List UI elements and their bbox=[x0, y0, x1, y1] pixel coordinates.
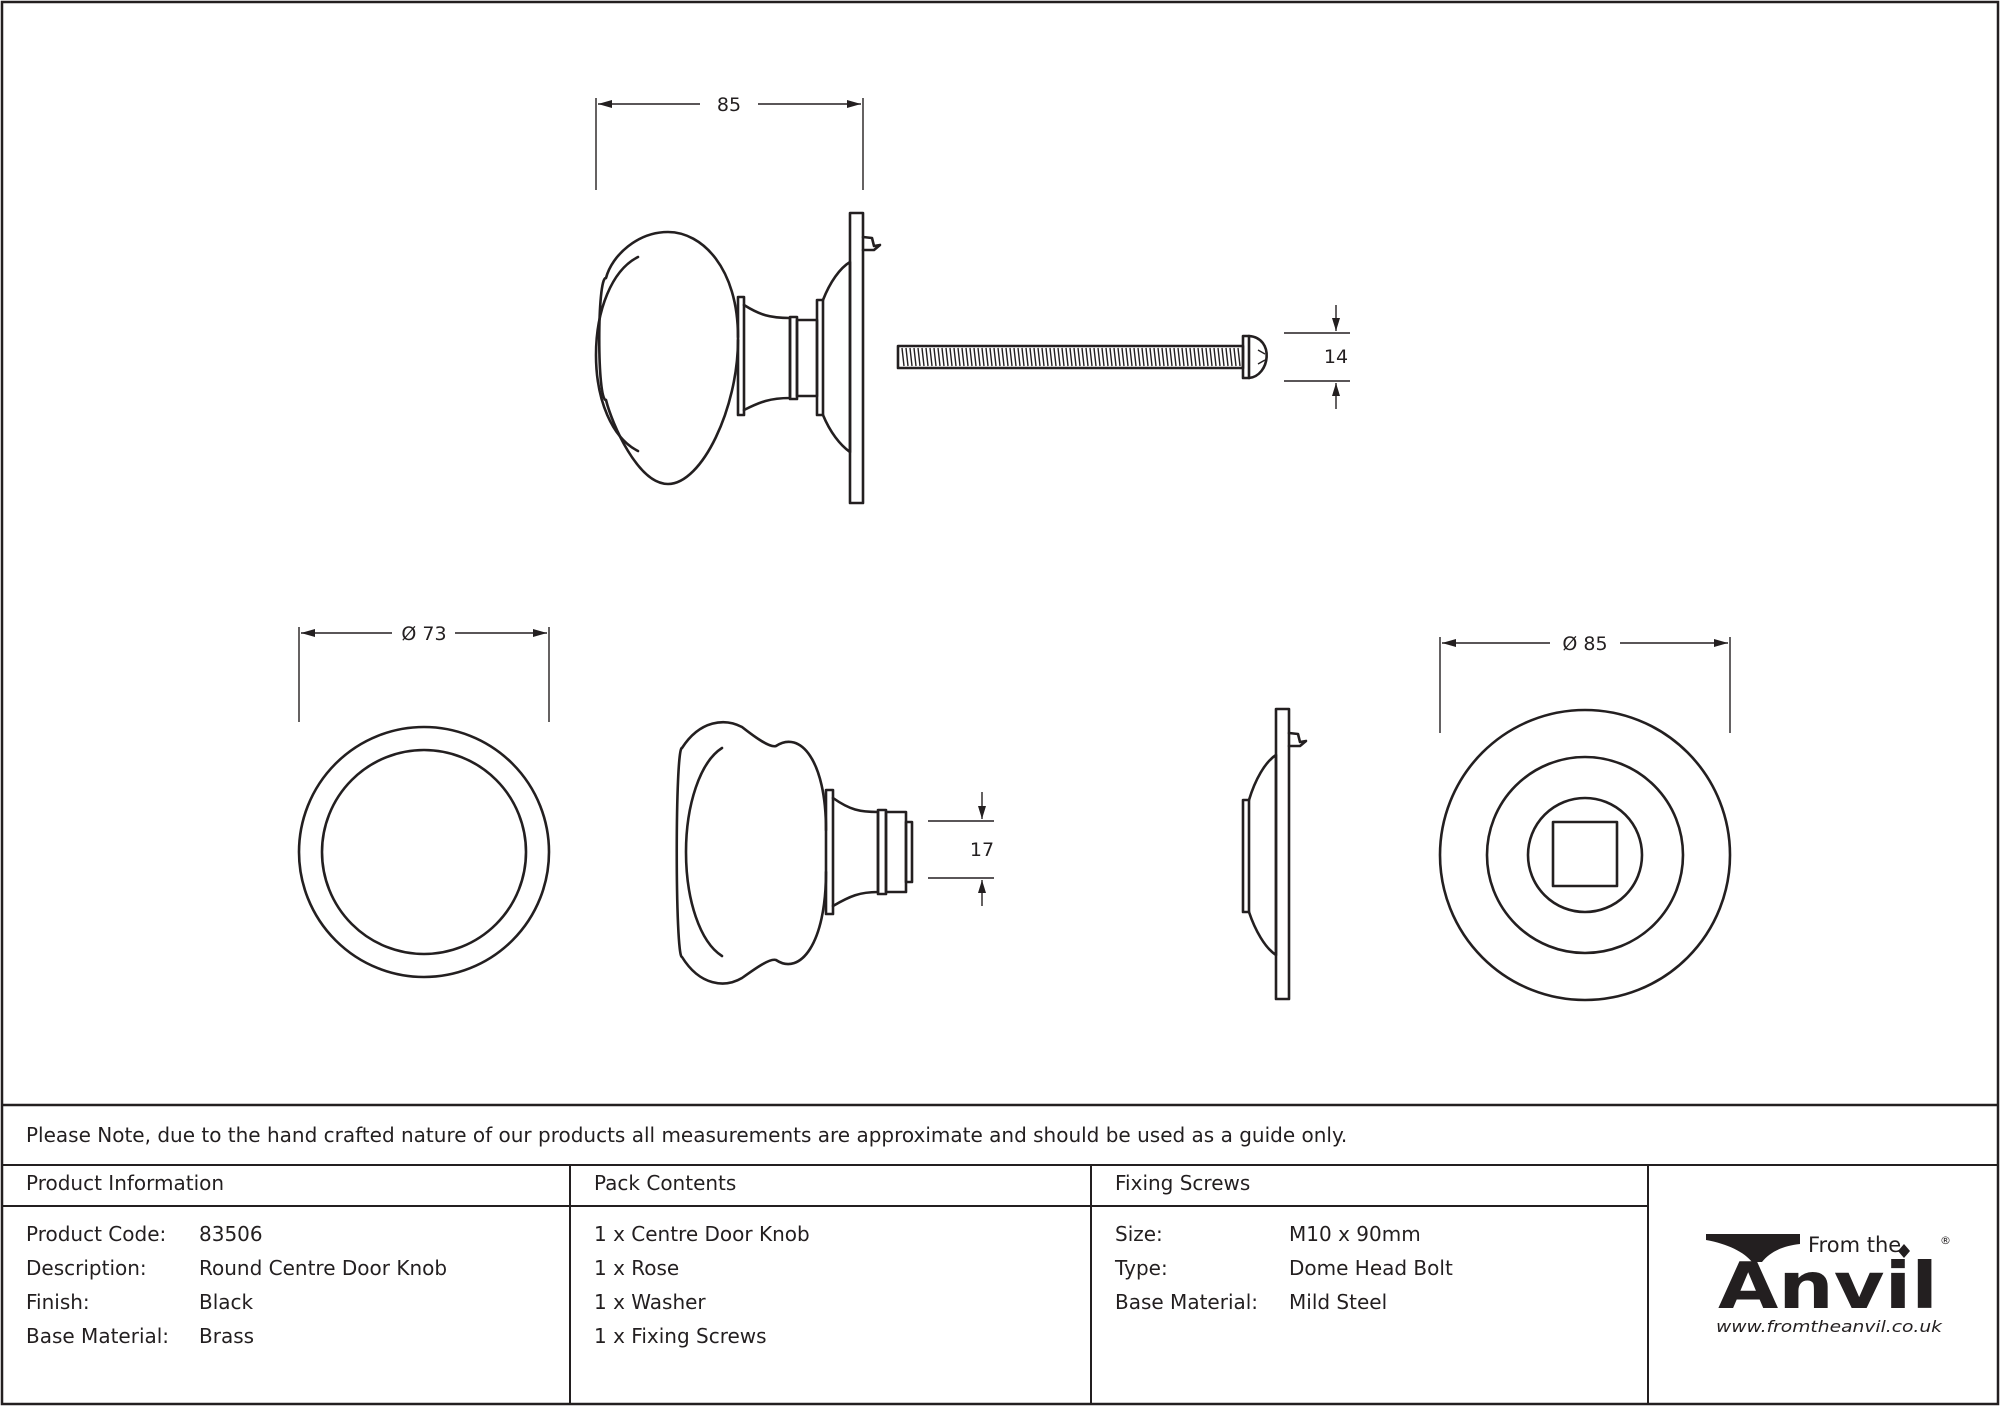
description-value: Round Centre Door Knob bbox=[199, 1256, 448, 1280]
dimension-label-17: 17 bbox=[970, 839, 994, 861]
logo-brand: Anvil bbox=[1718, 1250, 1938, 1324]
screw-size-value: M10 x 90mm bbox=[1289, 1222, 1421, 1246]
description-label: Description: bbox=[26, 1256, 147, 1280]
screw-size-label: Size: bbox=[1115, 1222, 1163, 1246]
product-code-value: 83506 bbox=[199, 1222, 263, 1246]
pack-item: 1 x Centre Door Knob bbox=[594, 1222, 810, 1246]
screw-material-value: Mild Steel bbox=[1289, 1290, 1388, 1314]
logo-url: www.fromtheanvil.co.uk bbox=[1716, 1317, 1943, 1336]
screw-type-value: Dome Head Bolt bbox=[1289, 1256, 1453, 1280]
pack-item: 1 x Rose bbox=[594, 1256, 680, 1280]
dimension-17-spindle bbox=[928, 792, 994, 906]
finish-label: Finish: bbox=[26, 1290, 90, 1314]
finish-value: Black bbox=[199, 1290, 254, 1314]
base-material-value: Brass bbox=[199, 1324, 255, 1348]
dimension-85-top bbox=[595, 98, 864, 190]
fixing-screws-heading: Fixing Screws bbox=[1115, 1171, 1251, 1195]
bolt-side-view bbox=[896, 334, 1268, 380]
pack-contents-heading: Pack Contents bbox=[594, 1171, 737, 1195]
product-info-heading: Product Information bbox=[26, 1171, 225, 1195]
logo-registered: ® bbox=[1940, 1234, 1951, 1247]
product-code-label: Product Code: bbox=[26, 1222, 167, 1246]
rose-side-view bbox=[1241, 707, 1308, 1001]
anvil-icon bbox=[1706, 1234, 1800, 1262]
dimension-85-back bbox=[1439, 637, 1731, 733]
screw-type-label: Type: bbox=[1115, 1256, 1168, 1280]
rose-front-view bbox=[297, 725, 551, 979]
dimension-73-rose bbox=[298, 627, 550, 722]
base-material-label: Base Material: bbox=[26, 1324, 170, 1348]
dimension-label-85-diameter: Ø 85 bbox=[1562, 633, 1607, 655]
measurement-note: Please Note, due to the hand crafted nat… bbox=[26, 1123, 1348, 1147]
knob-side-view bbox=[594, 211, 882, 505]
diamond-icon bbox=[1898, 1244, 1910, 1258]
dimension-label-85: 85 bbox=[717, 94, 741, 116]
dimension-label-73: Ø 73 bbox=[401, 623, 446, 645]
knob-with-spindle-view bbox=[675, 720, 914, 985]
dimension-14-bolt bbox=[1284, 305, 1350, 409]
screw-material-label: Base Material: bbox=[1115, 1290, 1259, 1314]
anvil-logo: From the ® Anvil www.fromtheanvil.co.uk bbox=[1706, 1233, 1951, 1336]
dimension-label-14: 14 bbox=[1324, 346, 1348, 368]
pack-item: 1 x Fixing Screws bbox=[594, 1324, 767, 1348]
rose-back-view bbox=[1438, 708, 1732, 1002]
logo-from-the: From the bbox=[1808, 1233, 1901, 1257]
pack-item: 1 x Washer bbox=[594, 1290, 706, 1314]
